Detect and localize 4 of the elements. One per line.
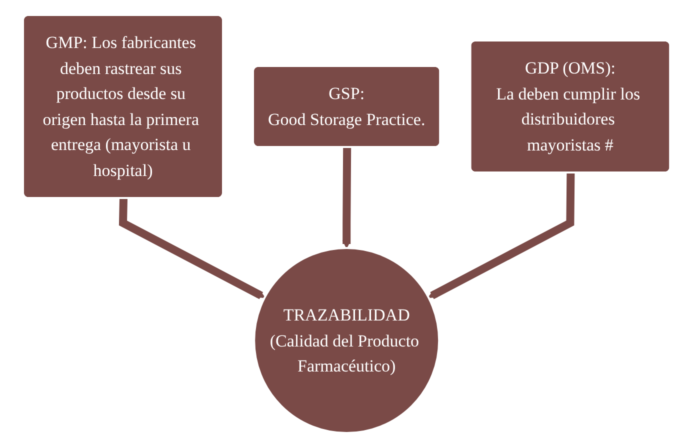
node-circle: TRAZABILIDAD (Calidad del Producto Farmacéutico) [253, 247, 440, 434]
arrow [118, 198, 265, 300]
arrow [342, 147, 351, 248]
arrow [428, 172, 575, 300]
